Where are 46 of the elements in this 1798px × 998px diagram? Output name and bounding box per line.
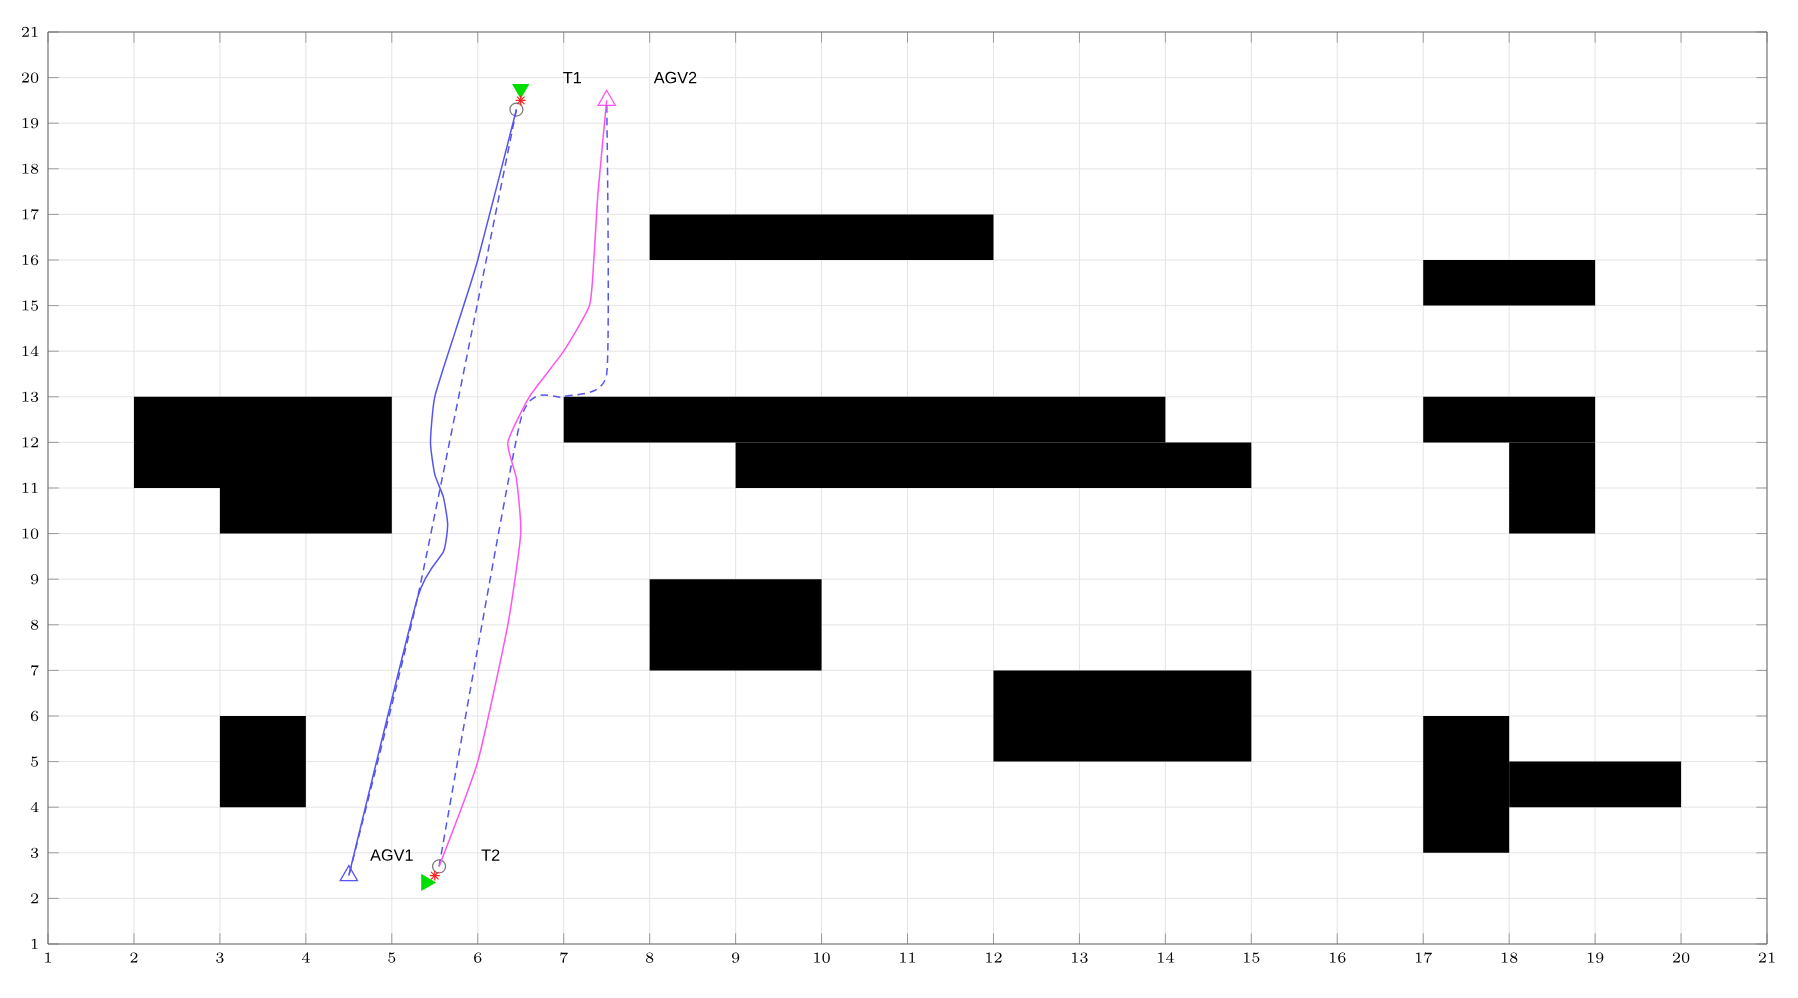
y-tick-label: 8	[30, 619, 39, 630]
x-tick-label: 20	[1673, 952, 1690, 963]
x-tick-label: 17	[1415, 952, 1432, 963]
y-tick-label: 7	[31, 665, 39, 676]
y-tick-label: 17	[22, 209, 39, 220]
y-tick-label: 1	[31, 938, 38, 949]
point-label: T2	[481, 849, 500, 861]
y-tick-label: 20	[21, 72, 39, 83]
y-tick-label: 16	[22, 254, 39, 266]
point-label: AGV1	[370, 849, 413, 861]
x-tick-label: 2	[130, 952, 138, 963]
y-tick-label: 11	[22, 482, 38, 493]
x-tick-label: 7	[560, 952, 568, 963]
y-tick-label: 18	[22, 163, 39, 174]
y-tick-label: 19	[22, 118, 39, 129]
x-tick-label: 21	[1758, 952, 1775, 963]
x-tick-label: 1	[45, 952, 51, 963]
y-tick-label: 3	[30, 847, 39, 858]
x-tick-label: 11	[900, 952, 916, 963]
y-tick-label: 10	[22, 528, 39, 539]
x-tick-label: 10	[814, 952, 830, 963]
y-tick-label: 2	[31, 893, 39, 904]
y-tick-label: 21	[21, 26, 38, 37]
y-tick-label: 12	[22, 437, 39, 448]
x-tick-label: 13	[1072, 952, 1088, 963]
y-tick-label: 14	[22, 345, 39, 357]
y-tick-label: 15	[22, 300, 39, 311]
x-tick-label: 5	[388, 952, 396, 963]
x-tick-label: 6	[474, 952, 482, 963]
x-tick-label: 15	[1243, 952, 1260, 963]
y-tick-label: 9	[30, 574, 39, 585]
x-tick-label: 12	[986, 952, 1002, 963]
x-tick-label: 3	[216, 952, 224, 963]
x-tick-label: 4	[301, 952, 310, 963]
x-tick-label: 19	[1587, 952, 1604, 963]
point-label: T1	[563, 72, 581, 84]
x-tick-label: 8	[646, 952, 654, 963]
y-tick-label: 13	[22, 391, 39, 402]
y-tick-label: 6	[30, 710, 39, 722]
y-tick-label: 4	[30, 801, 39, 813]
y-tick-label: 5	[31, 756, 39, 767]
x-tick-label: 9	[731, 952, 740, 963]
x-tick-label: 14	[1158, 952, 1174, 963]
x-tick-label: 16	[1329, 952, 1346, 963]
point-label: AGV2	[653, 71, 697, 84]
x-tick-label: 18	[1501, 952, 1518, 963]
